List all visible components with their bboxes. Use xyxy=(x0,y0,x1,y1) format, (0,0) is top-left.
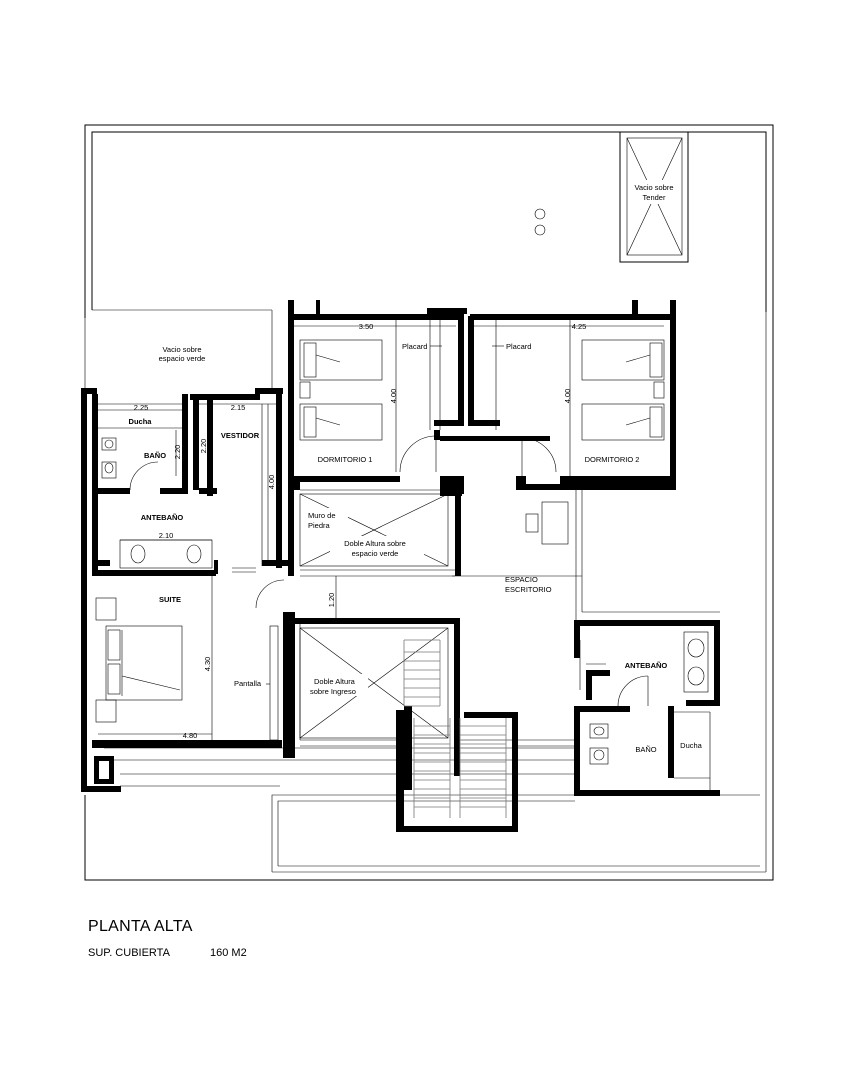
stair xyxy=(403,639,507,818)
bano-right xyxy=(589,711,711,790)
thin-lines xyxy=(104,489,720,787)
surface-value: 160 M2 xyxy=(210,947,247,959)
doble-ingreso-label-1: Doble Altura xyxy=(314,677,356,686)
doble-ingreso-label-2: sobre Ingreso xyxy=(310,687,356,696)
vestidor xyxy=(199,403,276,566)
dim-2-15: 2.15 xyxy=(231,403,246,412)
muro-label-2: Piedra xyxy=(308,521,331,530)
walls xyxy=(81,300,720,832)
dormitorio-1-label: DORMITORIO 1 xyxy=(318,455,373,464)
antebano-left-label: ANTEBAÑO xyxy=(141,513,184,522)
vacio-tender-label-2: Tender xyxy=(643,193,666,202)
dim-2-20-a: 2.20 xyxy=(173,445,182,460)
bano-left xyxy=(98,403,182,491)
bano-left-label: BAÑO xyxy=(144,451,166,460)
pantalla-label: Pantalla xyxy=(234,679,262,688)
dim-3-50: 3.50 xyxy=(359,322,374,331)
bano-right-label: BAÑO xyxy=(635,745,656,754)
antebano-right-label: ANTEBAÑO xyxy=(625,661,668,670)
ducha-right-label: Ducha xyxy=(680,741,703,750)
dim-4-00-vestidor: 4.00 xyxy=(267,475,276,490)
dormitorio-1 xyxy=(294,320,456,473)
drain-1 xyxy=(534,208,546,220)
vacio-verde-label-1: Vacio sobre xyxy=(162,345,201,354)
suite xyxy=(95,576,279,741)
dim-4-00-d2: 4.00 xyxy=(563,389,572,404)
surface-label: SUP. CUBIERTA xyxy=(88,947,170,959)
void-doble-altura-verde xyxy=(299,493,449,567)
drain-2 xyxy=(534,224,546,236)
placard-1-label: Placard xyxy=(402,342,427,351)
dormitorio-2 xyxy=(474,320,665,476)
dim-4-80: 4.80 xyxy=(183,731,198,740)
dim-4-00-d1: 4.00 xyxy=(389,389,398,404)
dim-2-10: 2.10 xyxy=(159,531,174,540)
suite-label: SUITE xyxy=(159,595,181,604)
escritorio-desk xyxy=(525,501,569,545)
antebano-right xyxy=(579,631,709,707)
escritorio-label-2: ESCRITORIO xyxy=(505,585,552,594)
dim-4-30: 4.30 xyxy=(203,657,212,672)
site-outline xyxy=(84,124,774,881)
doble-verde-label-2: espacio verde xyxy=(352,549,399,558)
doble-verde-label-1: Doble Altura sobre xyxy=(344,539,406,548)
dim-4-25: 4.25 xyxy=(572,322,587,331)
vacio-tender: Vacio sobre Tender xyxy=(619,131,689,263)
antebano-left xyxy=(119,539,285,609)
vacio-tender-label-1: Vacio sobre xyxy=(634,183,673,192)
void-doble-altura-ingreso xyxy=(299,627,449,739)
vacio-verde-label-2: espacio verde xyxy=(159,354,206,363)
dim-2-25: 2.25 xyxy=(134,403,149,412)
dormitorio-2-label: DORMITORIO 2 xyxy=(585,455,640,464)
muro-label-1: Muro de xyxy=(308,511,336,520)
plan-title: PLANTA ALTA xyxy=(88,918,193,935)
dim-2-20-b: 2.20 xyxy=(199,439,208,454)
ducha-left-label: Ducha xyxy=(129,417,153,426)
vestidor-label: VESTIDOR xyxy=(221,431,260,440)
placard-2-label: Placard xyxy=(506,342,531,351)
escritorio-label-1: ESPACIO xyxy=(505,575,538,584)
dim-1-20: 1.20 xyxy=(327,593,336,608)
